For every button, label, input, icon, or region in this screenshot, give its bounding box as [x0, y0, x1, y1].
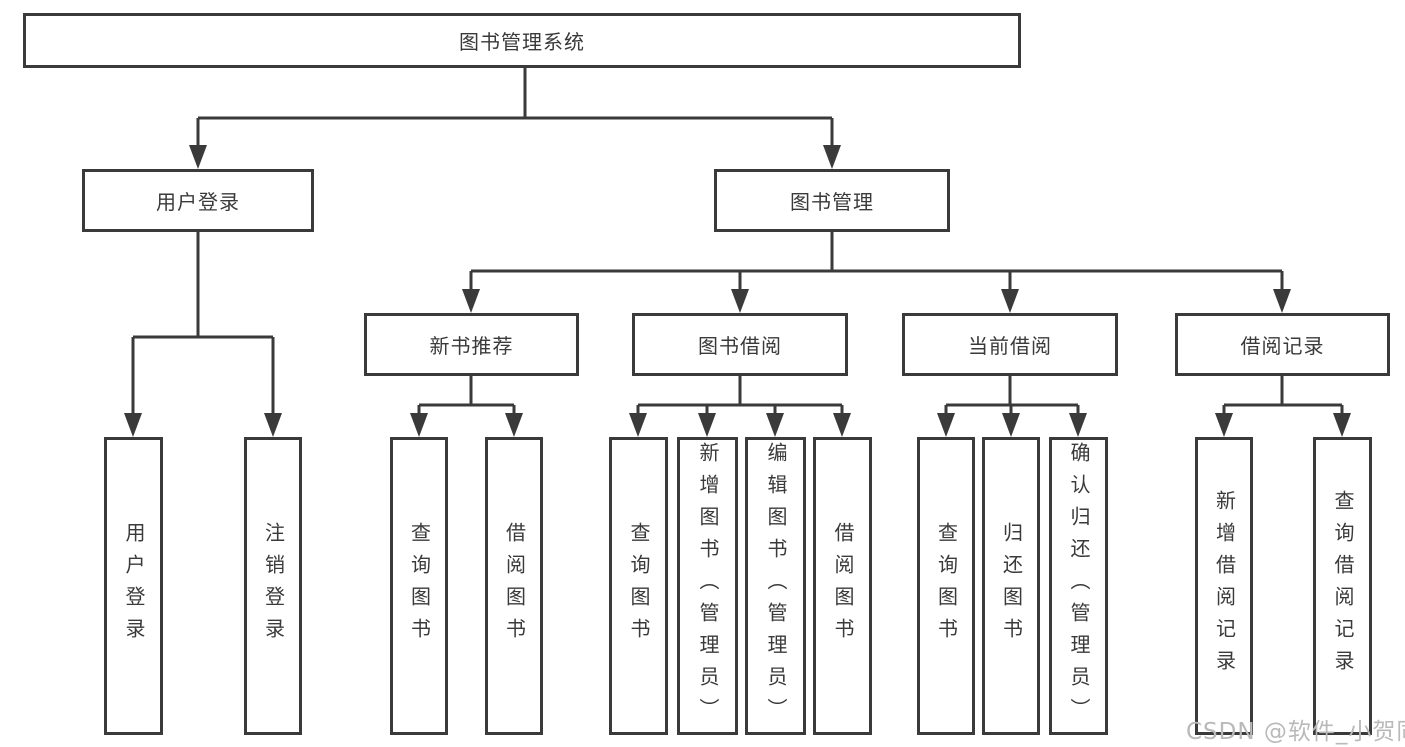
node-book-management: 图书管理: [714, 169, 950, 232]
arrowheads: [124, 145, 1351, 437]
arrowhead: [264, 413, 282, 437]
arrowhead: [731, 289, 749, 313]
node-borrow-records: 借阅记录: [1175, 313, 1390, 376]
leaf-query-books-1: 查询图书: [390, 437, 448, 735]
leaf-label: 查询图书: [934, 522, 959, 650]
leaf-logout: 注销登录: [244, 437, 302, 735]
connector-borrow-records: [1222, 376, 1344, 419]
leaf-user-login: 用户登录: [104, 437, 163, 735]
leaf-return-books: 归还图书: [982, 437, 1040, 735]
leaf-borrow-books-2: 借阅图书: [813, 437, 872, 735]
csdn-watermark: CSDN @软件_小贺同学: [1186, 719, 1405, 745]
leaf-label: 新增图书（管理员）: [696, 442, 720, 730]
arrowhead: [698, 413, 716, 437]
leaf-label: 归还图书: [999, 522, 1024, 650]
leaf-label: 查询借阅记录: [1331, 490, 1355, 682]
arrowhead: [1215, 413, 1233, 437]
connector-user-login: [131, 232, 275, 419]
node-current-borrow: 当前借阅: [902, 313, 1118, 376]
node-system-root: 图书管理系统: [23, 13, 1021, 68]
leaf-label: 查询图书: [627, 522, 651, 650]
leaf-query-books-3: 查询图书: [917, 437, 975, 735]
arrowhead: [766, 413, 784, 437]
arrowhead: [629, 413, 647, 437]
arrowhead: [124, 413, 142, 437]
leaf-label: 用户登录: [122, 522, 146, 650]
node-user-login: 用户登录: [82, 169, 314, 232]
arrowhead: [937, 413, 955, 437]
leaf-edit-books-admin: 编辑图书（管理员）: [745, 437, 806, 735]
connector-root: [196, 68, 834, 147]
connector-current-borrow: [944, 376, 1080, 419]
arrowhead: [1069, 413, 1087, 437]
leaf-query-books-2: 查询图书: [609, 437, 668, 735]
node-new-book-recommend: 新书推荐: [364, 313, 579, 376]
arrowhead: [823, 145, 841, 169]
leaf-label: 借阅图书: [831, 522, 855, 650]
arrowhead: [833, 413, 851, 437]
node-book-borrow: 图书借阅: [632, 313, 848, 376]
leaf-query-borrow-record: 查询借阅记录: [1313, 437, 1372, 735]
connector-book-borrow: [636, 376, 844, 419]
arrowhead: [462, 289, 480, 313]
arrowhead: [1273, 289, 1291, 313]
arrowhead: [410, 413, 428, 437]
arrowhead: [505, 413, 523, 437]
leaf-label: 借阅图书: [502, 522, 527, 650]
leaf-label: 注销登录: [261, 522, 286, 650]
leaf-label: 编辑图书（管理员）: [764, 442, 788, 730]
leaf-label: 查询图书: [407, 522, 432, 650]
connector-book-management: [469, 232, 1284, 292]
leaf-label: 新增借阅记录: [1212, 490, 1237, 682]
arrowhead: [1002, 413, 1020, 437]
leaf-label: 确认归还（管理员）: [1067, 442, 1091, 730]
leaf-borrow-books-1: 借阅图书: [485, 437, 543, 735]
connector-new-book-recommend: [417, 376, 516, 419]
leaf-add-borrow-record: 新增借阅记录: [1195, 437, 1253, 735]
leaf-add-books-admin: 新增图书（管理员）: [677, 437, 738, 735]
arrowhead: [1333, 413, 1351, 437]
arrowhead: [189, 145, 207, 169]
arrowhead: [1001, 289, 1019, 313]
leaf-confirm-return-admin: 确认归还（管理员）: [1049, 437, 1108, 735]
